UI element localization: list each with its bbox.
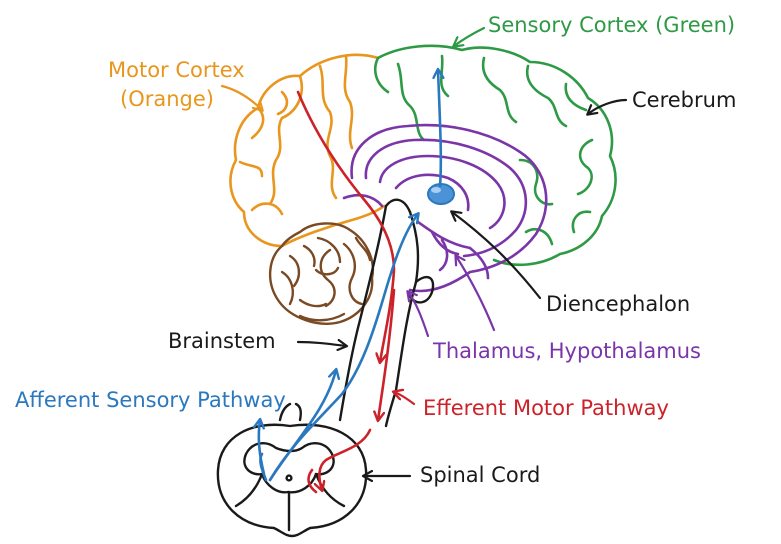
cerebrum-label: Cerebrum xyxy=(632,87,736,113)
efferent-pathway-label: Efferent Motor Pathway xyxy=(423,395,669,421)
sensory-cortex-label: Sensory Cortex (Green) xyxy=(488,12,735,38)
thalamus-blob xyxy=(428,184,454,204)
afferent-pathway-label: Afferent Sensory Pathway xyxy=(15,387,286,413)
spinal-cord-label: Spinal Cord xyxy=(420,462,540,488)
diencephalon-label: Diencephalon xyxy=(546,291,690,317)
thalamus-hypothalamus-label: Thalamus, Hypothalamus xyxy=(433,338,701,364)
brainstem-label: Brainstem xyxy=(168,328,276,354)
motor-cortex-label-line2: (Orange) xyxy=(120,86,214,112)
motor-cortex-label-line1: Motor Cortex xyxy=(108,57,245,83)
spinal-cord-section xyxy=(218,404,366,536)
sensory-cortex-region xyxy=(375,46,615,265)
cerebellum xyxy=(270,223,373,323)
motor-cortex-region xyxy=(230,55,384,246)
